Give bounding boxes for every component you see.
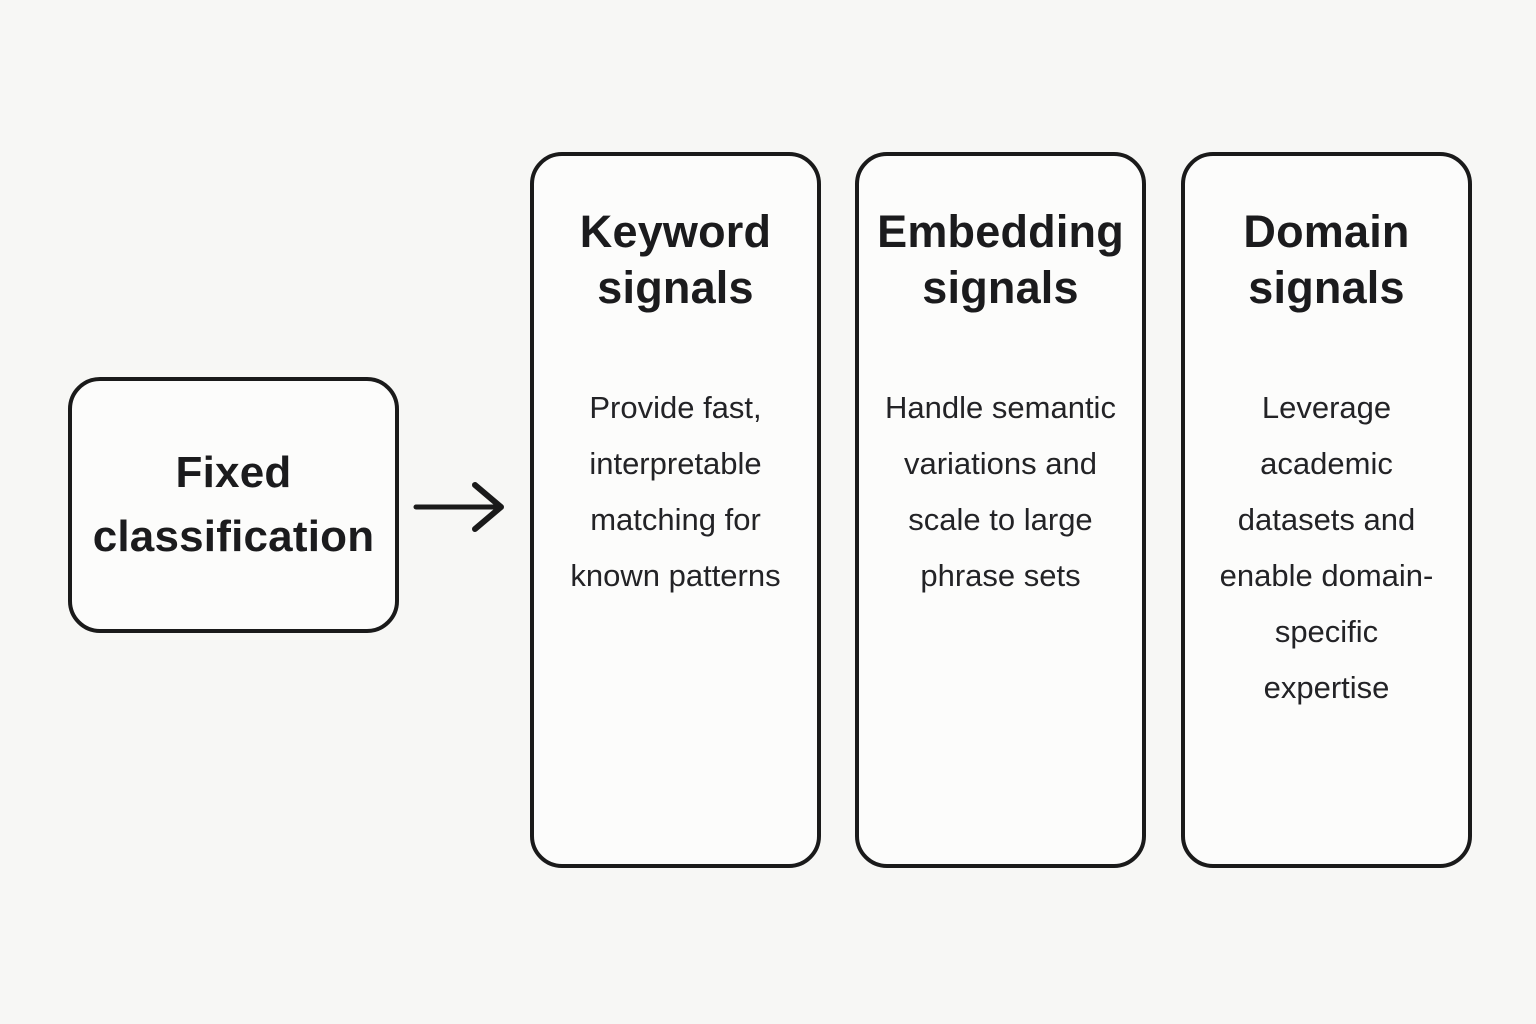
embedding-signals-description: Handle semantic variations and scale to … xyxy=(885,389,1116,593)
keyword-signals-card: Keyword signals Provide fast, interpreta… xyxy=(530,152,821,868)
fixed-classification-label: Fixed classification xyxy=(92,448,375,561)
embedding-signals-card: Embedding signals Handle semantic variat… xyxy=(855,152,1146,868)
domain-signals-card: Domain signals Leverage academic dataset… xyxy=(1181,152,1472,868)
right-arrow-icon xyxy=(410,477,510,537)
domain-signals-title: Domain signals xyxy=(1243,206,1410,313)
fixed-classification-box: Fixed classification xyxy=(68,377,399,633)
domain-signals-description: Leverage academic datasets and enable do… xyxy=(1219,389,1434,705)
embedding-signals-title: Embedding signals xyxy=(877,206,1124,313)
keyword-signals-description: Provide fast, interpretable matching for… xyxy=(570,389,781,593)
keyword-signals-title: Keyword signals xyxy=(579,206,772,313)
